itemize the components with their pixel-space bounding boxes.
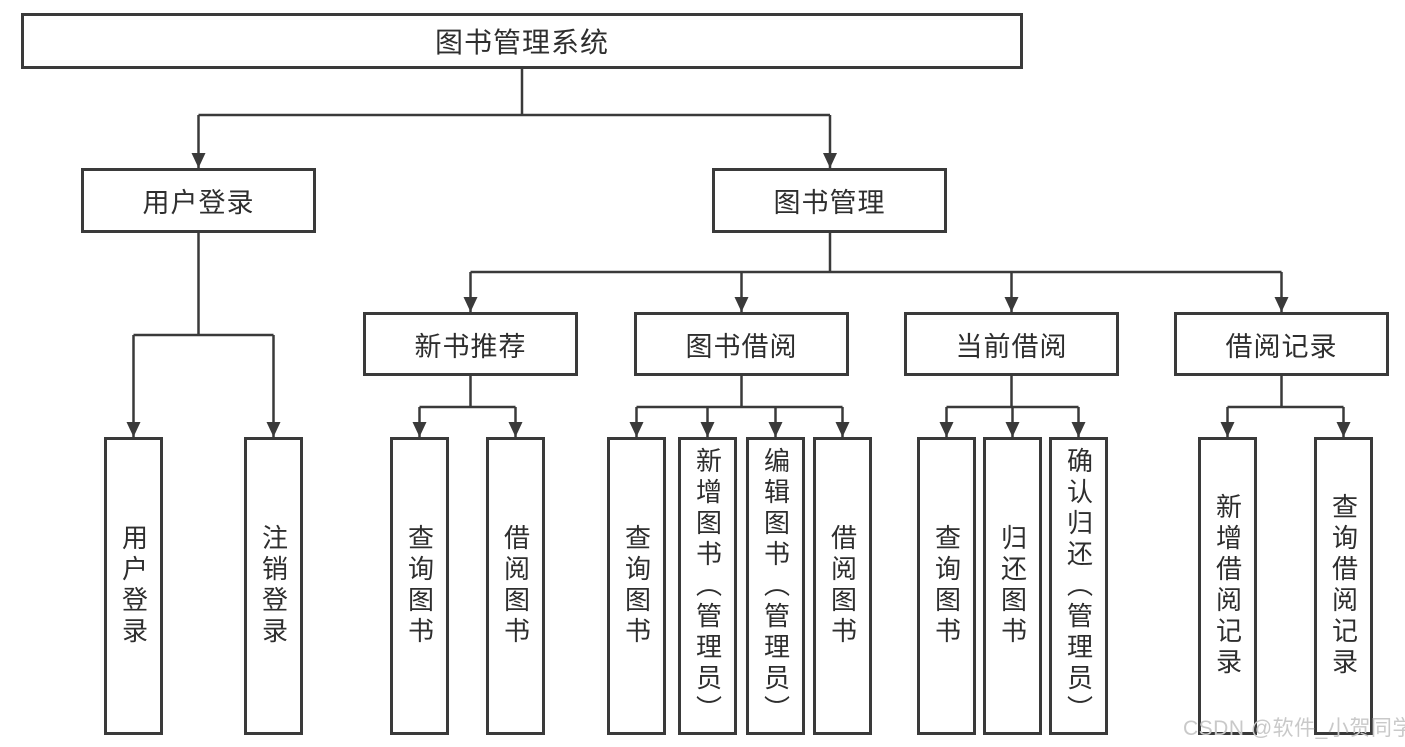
leaf-edit-books-admin: 编辑图书（管理员） [746, 437, 805, 735]
connector-records-children [1220, 376, 1351, 437]
connector-user-login-children [126, 233, 281, 437]
node-label: 查询图书 [404, 524, 435, 648]
leaf-query-borrow-record: 查询借阅记录 [1314, 437, 1373, 735]
connector-book-mgmt-children [463, 233, 1289, 312]
node-label: 借阅记录 [1225, 331, 1338, 362]
csdn-watermark: CSDN @软件_小贺同学 [1183, 717, 1405, 740]
connector-recommend-children [412, 376, 523, 437]
node-label: 图书管理系统 [434, 27, 609, 58]
node-user-login: 用户登录 [81, 168, 316, 233]
node-label: 注销登录 [258, 524, 289, 648]
leaf-add-books-admin: 新增图书（管理员） [678, 437, 737, 735]
leaf-borrow-books-borrowing: 借阅图书 [813, 437, 872, 735]
node-label: 借阅图书 [827, 524, 858, 648]
node-label: 新增图书（管理员） [692, 446, 723, 726]
node-label: 查询图书 [931, 524, 962, 648]
leaf-query-books-recommend: 查询图书 [390, 437, 449, 735]
connector-current-borrow-children [939, 376, 1086, 437]
node-label: 当前借阅 [955, 331, 1068, 362]
node-label: 用户登录 [118, 524, 149, 648]
node-label: 编辑图书（管理员） [760, 446, 791, 726]
node-label: 查询图书 [621, 524, 652, 648]
leaf-logout: 注销登录 [244, 437, 303, 735]
node-label: 用户登录 [142, 188, 255, 218]
node-new-book-recommend: 新书推荐 [363, 312, 578, 376]
node-label: 图书管理 [773, 188, 886, 218]
node-book-borrowing: 图书借阅 [634, 312, 849, 376]
node-current-borrowing: 当前借阅 [904, 312, 1119, 376]
node-label: 新增借阅记录 [1212, 493, 1243, 679]
leaf-return-books: 归还图书 [983, 437, 1042, 735]
node-label: 图书借阅 [685, 331, 798, 362]
node-label: 确认归还（管理员） [1063, 446, 1094, 726]
node-library-system-root: 图书管理系统 [21, 13, 1023, 69]
node-book-management: 图书管理 [712, 168, 947, 233]
node-borrow-records: 借阅记录 [1174, 312, 1389, 376]
leaf-borrow-books-recommend: 借阅图书 [486, 437, 545, 735]
leaf-add-borrow-record: 新增借阅记录 [1198, 437, 1257, 735]
leaf-query-books-current: 查询图书 [917, 437, 976, 735]
node-label: 查询借阅记录 [1328, 493, 1359, 679]
node-label: 归还图书 [997, 524, 1028, 648]
leaf-confirm-return-admin: 确认归还（管理员） [1049, 437, 1108, 735]
node-label: 新书推荐 [414, 331, 527, 362]
connector-root-to-level2 [191, 69, 837, 168]
node-label: 借阅图书 [500, 524, 531, 648]
connector-borrowing-children [629, 376, 850, 437]
leaf-user-login: 用户登录 [104, 437, 163, 735]
leaf-query-books-borrowing: 查询图书 [607, 437, 666, 735]
